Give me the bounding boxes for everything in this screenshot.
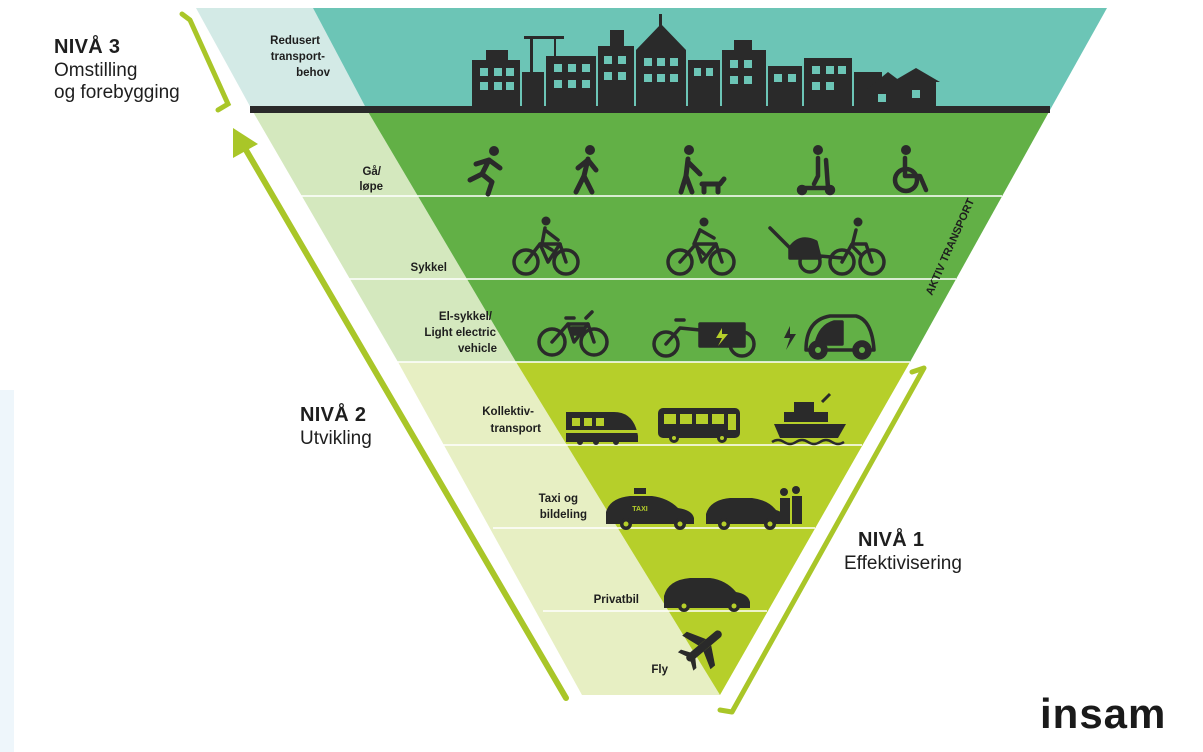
bicycle-icon — [512, 216, 580, 276]
person-walking-dog-icon — [678, 145, 727, 195]
row-label-transit-2: transport — [491, 423, 542, 435]
train-icon — [566, 412, 638, 445]
level1-subtitle: Effektivisering — [844, 552, 962, 574]
insam-logo: insam — [1040, 690, 1167, 737]
skyline-ground — [250, 106, 1050, 113]
row-label-taxi-2: bildeling — [540, 509, 587, 521]
row-label-ebike-3: vehicle — [458, 343, 497, 355]
level2-subtitle: Utvikling — [300, 427, 372, 449]
electric-microcar-icon — [784, 314, 876, 360]
electric-bike-icon — [537, 310, 609, 357]
taxi-sign-label: TAXI — [632, 506, 647, 513]
row-label-taxi-1: Taxi og — [539, 493, 578, 505]
level1-title: NIVÅ 1 — [858, 529, 925, 551]
row-label-plane: Fly — [651, 664, 668, 676]
level3-subtitle-line2: og forebygging — [54, 82, 180, 103]
cyclist-with-trailer-icon — [768, 217, 886, 276]
level3-caption: NIVÅ 3 Omstilling og forebygging — [54, 36, 180, 104]
private-car-icon — [664, 578, 750, 612]
row-label-reduced-1: Redusert — [270, 35, 320, 47]
level2-caption: NIVÅ 2 Utvikling — [300, 404, 372, 450]
pyramid-left-pale-band-green — [252, 110, 516, 362]
level3-bracket — [179, 11, 232, 113]
airplane-icon — [677, 630, 722, 671]
level2-title: NIVÅ 2 — [300, 404, 367, 426]
row-label-reduced-2: transport- — [271, 51, 325, 63]
row-label-reduced-3: behov — [296, 67, 330, 79]
city-skyline-icon — [472, 14, 940, 107]
cyclist-icon — [666, 217, 736, 276]
taxi-icon: TAXI — [606, 488, 694, 530]
row-label-walk-2: løpe — [359, 181, 383, 193]
level1-bracket — [717, 365, 927, 715]
row-label-ebike-1: El-sykkel/ — [439, 311, 493, 323]
running-person-icon — [467, 146, 503, 197]
row-label-bike: Sykkel — [411, 262, 447, 274]
level1-caption: NIVÅ 1 Effektivisering — [844, 529, 962, 575]
wheelchair-icon — [892, 145, 929, 194]
ferry-icon — [771, 392, 846, 446]
level3-title: NIVÅ 3 — [54, 36, 121, 58]
shared-car-icon — [706, 486, 802, 530]
kick-scooter-icon — [796, 145, 836, 196]
walking-person-icon — [573, 145, 599, 195]
level3-subtitle-line1: Omstilling — [54, 59, 138, 81]
level2-arrow — [233, 128, 569, 701]
row-label-walk-1: Gå/ — [362, 166, 381, 178]
cargo-bike-icon — [652, 318, 756, 358]
row-label-car: Privatbil — [594, 594, 639, 606]
bus-icon — [658, 408, 740, 443]
row-label-ebike-2: Light electric — [424, 327, 496, 339]
pyramid-left-pale-band-teal — [196, 8, 367, 110]
left-edge-strip — [0, 390, 14, 752]
row-label-transit-1: Kollektiv- — [482, 406, 534, 418]
